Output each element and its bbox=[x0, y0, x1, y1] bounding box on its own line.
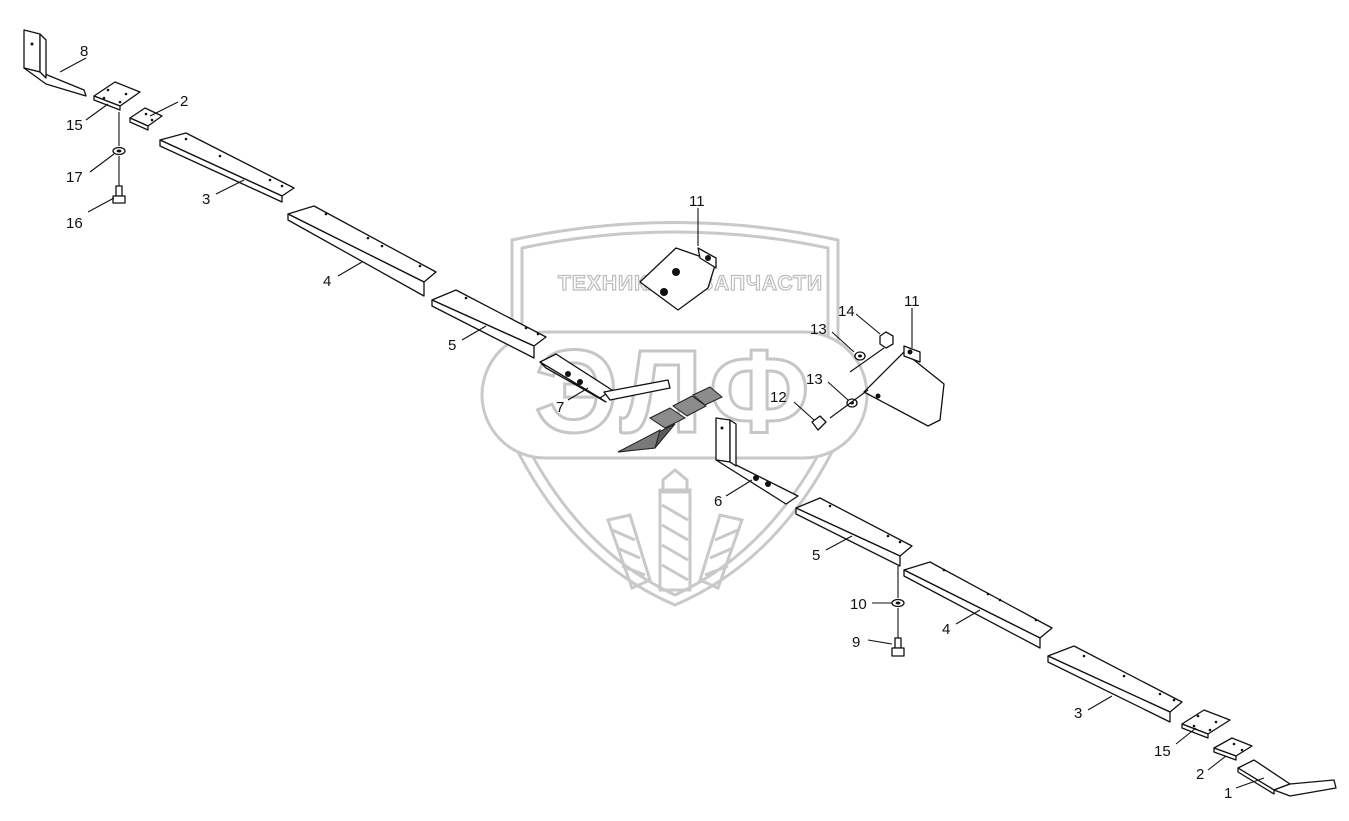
callout-11-upper: 11 bbox=[689, 193, 705, 210]
callout-11-right: 11 bbox=[904, 293, 920, 310]
callout-7: 7 bbox=[556, 399, 564, 416]
callout-14: 14 bbox=[838, 303, 855, 320]
leader-lines bbox=[59, 57, 1265, 789]
callout-4-upper: 4 bbox=[323, 273, 331, 290]
callout-8: 8 bbox=[80, 43, 88, 60]
part-12-bolt bbox=[811, 389, 869, 431]
callout-3-lower: 3 bbox=[1074, 705, 1082, 722]
watermark-text-right: ЗАПЧАСТИ bbox=[700, 272, 823, 295]
part-3-rail-lower bbox=[1047, 645, 1183, 723]
part-11-cover-upper bbox=[639, 247, 717, 311]
part-15-plate-top bbox=[93, 81, 141, 111]
callout-13-a: 13 bbox=[810, 321, 827, 338]
callout-9: 9 bbox=[852, 634, 860, 651]
callout-10: 10 bbox=[850, 596, 867, 613]
watermark: ТЕХНИКА ЗАПЧАСТИ ЭЛФ bbox=[480, 221, 869, 607]
direction-arrow-icon bbox=[617, 386, 723, 453]
part-7-center-bracket bbox=[539, 353, 671, 403]
callout-2-bottom: 2 bbox=[1196, 766, 1204, 783]
callout-13-b: 13 bbox=[806, 371, 823, 388]
part-4-rail-lower bbox=[903, 561, 1053, 649]
part-13-washer-a bbox=[854, 351, 866, 361]
part-8-bracket bbox=[23, 29, 87, 97]
callout-labels: 8 15 2 17 16 3 4 5 7 11 11 14 13 13 12 6… bbox=[66, 43, 1232, 802]
watermark-wheat-icon bbox=[606, 468, 744, 592]
callout-15-top: 15 bbox=[66, 117, 83, 134]
part-14-nut bbox=[849, 331, 894, 373]
part-2-clip-bottom bbox=[1213, 737, 1253, 761]
part-3-rail-top bbox=[159, 132, 295, 203]
part-13-washer-b bbox=[846, 398, 858, 408]
part-15-plate-bottom bbox=[1181, 709, 1231, 739]
part-5-rail-upper bbox=[431, 289, 547, 359]
callout-3-top: 3 bbox=[202, 191, 210, 208]
part-10-washer bbox=[891, 566, 905, 608]
part-2-clip-top bbox=[129, 107, 163, 131]
part-9-bolt bbox=[891, 608, 905, 657]
callout-4-lower: 4 bbox=[942, 621, 950, 638]
part-11-cover-right bbox=[863, 345, 945, 427]
part-5-rail-lower bbox=[795, 497, 913, 567]
callout-12: 12 bbox=[770, 389, 787, 406]
part-1-bracket bbox=[1237, 759, 1337, 797]
callout-5-lower: 5 bbox=[812, 547, 820, 564]
part-16-bolt-top bbox=[112, 156, 126, 204]
callout-16: 16 bbox=[66, 215, 83, 232]
part-6-lower-bracket bbox=[715, 417, 799, 505]
watermark-shield bbox=[510, 221, 840, 607]
callout-17: 17 bbox=[66, 169, 83, 186]
callout-15-bottom: 15 bbox=[1154, 743, 1171, 760]
part-4-rail-upper bbox=[287, 205, 437, 297]
callout-2-top: 2 bbox=[180, 93, 188, 110]
callout-6: 6 bbox=[714, 493, 722, 510]
callout-1: 1 bbox=[1224, 785, 1232, 802]
watermark-band bbox=[480, 330, 869, 460]
part-17-washer-top bbox=[112, 112, 126, 156]
callout-5-upper: 5 bbox=[448, 337, 456, 354]
